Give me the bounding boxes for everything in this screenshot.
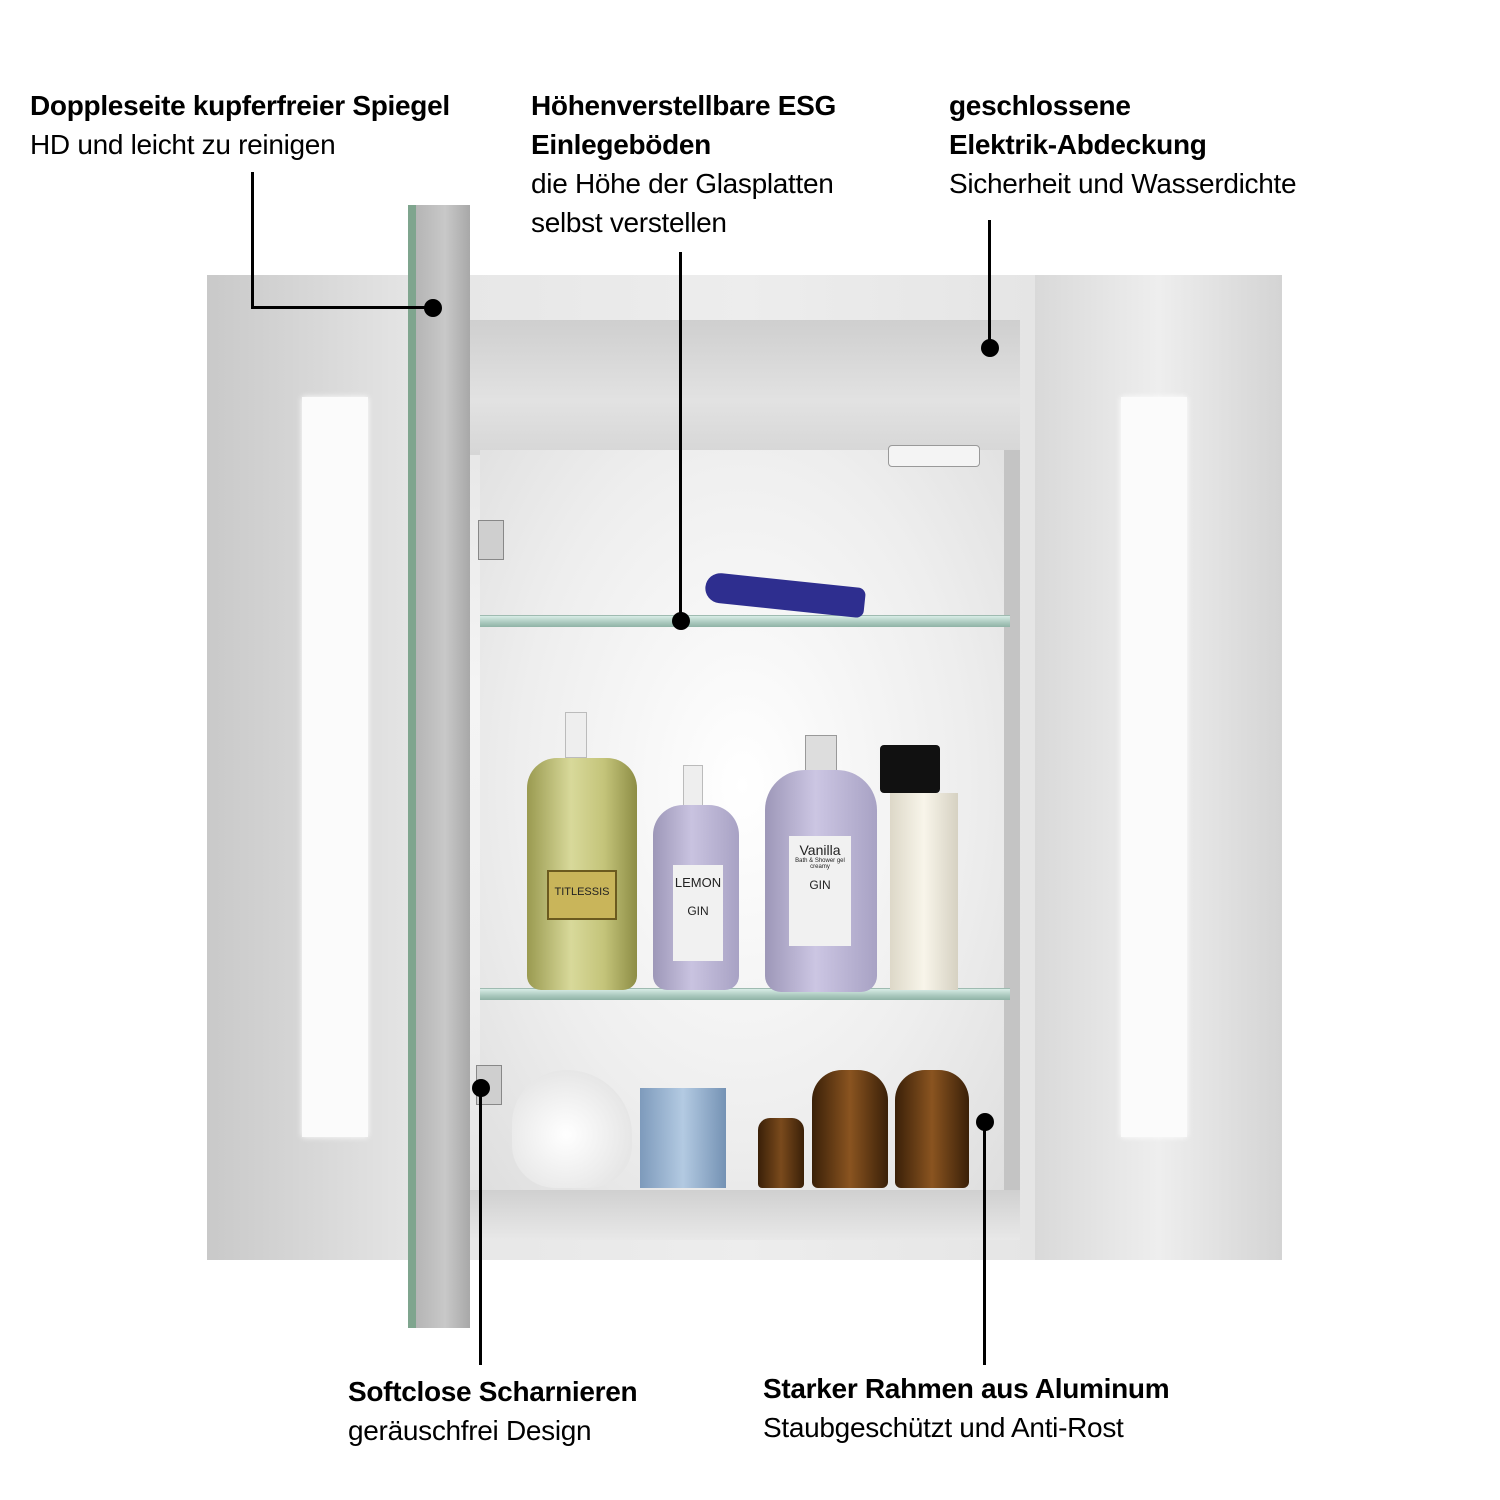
small-amber-bottle	[758, 1118, 804, 1188]
bottle-label: LEMON GIN	[673, 865, 723, 961]
bottle-white	[890, 793, 958, 990]
callout-title: geschlossene	[949, 90, 1131, 121]
callout-line-mirror	[251, 172, 254, 309]
callout-subtitle: geräuschfrei Design	[348, 1415, 592, 1446]
bottle-titlessis: TITLESSIS	[527, 758, 637, 990]
callout-shelves: Höhenverstellbare ESG Einlegeböden die H…	[531, 86, 836, 242]
glass-shelf-middle	[480, 988, 1010, 1000]
pump-4	[880, 745, 940, 793]
callout-line-hinge	[479, 1088, 482, 1365]
callout-mirror: Doppleseite kupferfreier Spiegel HD und …	[30, 86, 450, 164]
callout-dot-frame	[976, 1113, 994, 1131]
label-name: Vanilla	[799, 842, 841, 858]
hinge-top	[478, 520, 504, 560]
callout-title: Elektrik-Abdeckung	[949, 129, 1207, 160]
callout-title: Doppleseite kupferfreier Spiegel	[30, 90, 450, 121]
callout-subtitle: die Höhe der Glasplatten	[531, 168, 834, 199]
callout-dot-mirror	[424, 299, 442, 317]
callout-title: Höhenverstellbare ESG	[531, 90, 836, 121]
right-frame-side	[1004, 450, 1020, 1240]
callout-line-frame	[983, 1122, 986, 1365]
callout-frame: Starker Rahmen aus Aluminum Staubgeschüt…	[763, 1369, 1170, 1447]
callout-line-mirror-h	[251, 306, 433, 309]
toothbrush-cup	[640, 1088, 726, 1188]
callout-title: Softclose Scharnieren	[348, 1376, 638, 1407]
callout-dot-cover	[981, 339, 999, 357]
pump-2	[683, 765, 703, 807]
glass-shelf-top	[480, 615, 1010, 627]
callout-hinges: Softclose Scharnieren geräuschfrei Desig…	[348, 1372, 638, 1450]
amber-bottle-2	[895, 1070, 969, 1188]
label-desc: Bath & Shower gel creamy	[795, 858, 845, 870]
amber-bottle-1	[812, 1070, 888, 1188]
bottle-lemon: LEMON GIN	[653, 805, 739, 990]
bird-figurine	[512, 1070, 632, 1188]
bottle-label: TITLESSIS	[547, 870, 617, 920]
bottle-label: Vanilla Bath & Shower gel creamy GIN	[789, 836, 851, 946]
cap-3	[805, 735, 837, 773]
open-mirror-door	[408, 205, 470, 1328]
label-sub: GIN	[809, 878, 831, 892]
bottle-vanilla: Vanilla Bath & Shower gel creamy GIN	[765, 770, 877, 992]
light-switch	[888, 445, 980, 467]
bottom-frame	[440, 1190, 1020, 1240]
callout-title: Einlegeböden	[531, 129, 711, 160]
label-sub: GIN	[687, 904, 709, 918]
callout-subtitle: Staubgeschützt und Anti-Rost	[763, 1412, 1124, 1443]
electrical-cover	[440, 320, 1020, 455]
callout-subtitle: HD und leicht zu reinigen	[30, 129, 336, 160]
callout-subtitle: Sicherheit und Wasserdichte	[949, 168, 1297, 199]
callout-subtitle: selbst verstellen	[531, 207, 727, 238]
callout-line-cover	[988, 220, 991, 348]
callout-title: Starker Rahmen aus Aluminum	[763, 1373, 1170, 1404]
callout-cover: geschlossene Elektrik-Abdeckung Sicherhe…	[949, 86, 1297, 203]
right-led-strip	[1121, 397, 1187, 1137]
left-led-strip	[302, 397, 368, 1137]
callout-line-shelf	[679, 252, 682, 621]
callout-dot-shelf	[672, 612, 690, 630]
pump-1	[565, 712, 587, 758]
label-name: LEMON	[674, 875, 722, 890]
callout-dot-hinge	[472, 1079, 490, 1097]
